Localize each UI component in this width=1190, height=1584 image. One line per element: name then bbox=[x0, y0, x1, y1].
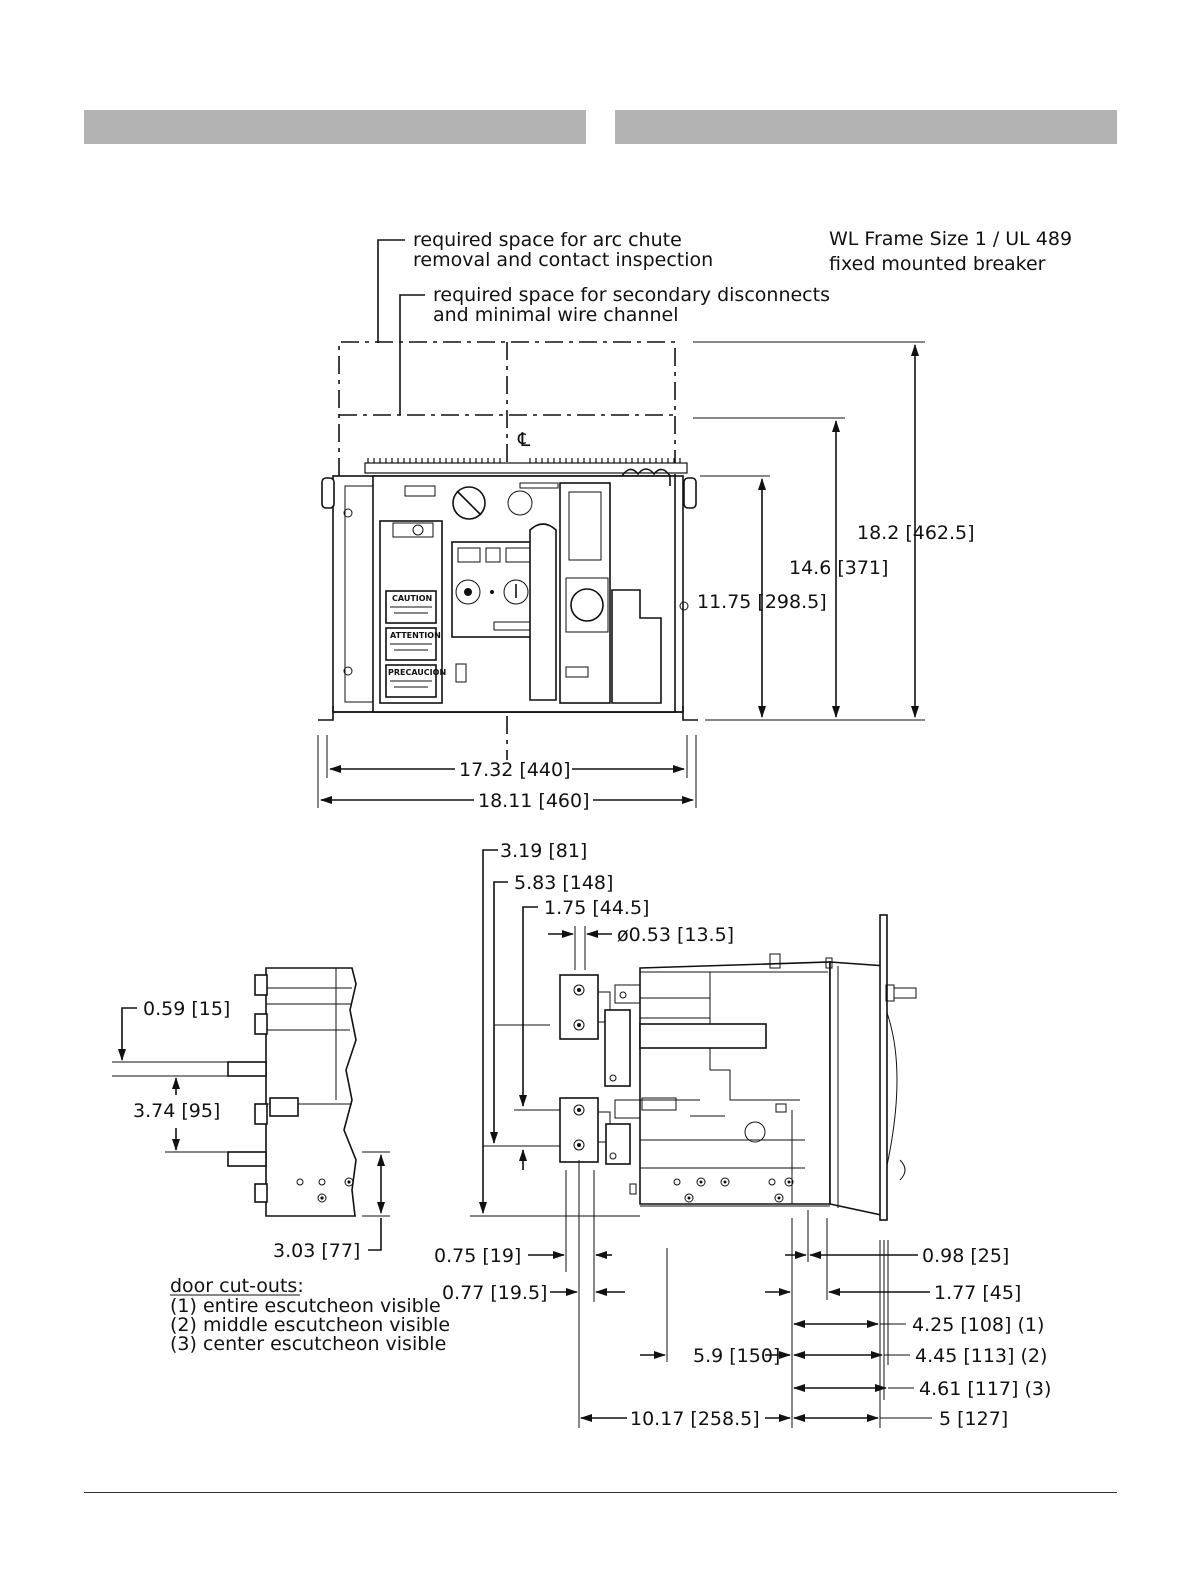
dim-0-59: 0.59 [15] bbox=[143, 998, 230, 1020]
attention-label: ATTENTION bbox=[390, 631, 441, 640]
dim-10-17: 10.17 [258.5] bbox=[630, 1408, 760, 1430]
door-cutout-item-2: (2) middle escutcheon visible bbox=[170, 1314, 450, 1336]
secondary-note-line1: required space for secondary disconnects bbox=[433, 284, 830, 306]
dim-4-25: 4.25 [108] (1) bbox=[912, 1314, 1044, 1336]
side-view bbox=[559, 914, 917, 1221]
dim-0-98: 0.98 [25] bbox=[922, 1245, 1009, 1267]
frame-size-note: WL Frame Size 1 / UL 489 fixed mounted b… bbox=[829, 228, 1072, 275]
arc-chute-note: required space for arc chute removal and… bbox=[377, 229, 713, 343]
dim-11-75: 11.75 [298.5] bbox=[697, 591, 827, 613]
dim-3-74: 3.74 [95] bbox=[133, 1100, 220, 1122]
dim-5-9: 5.9 [150] bbox=[693, 1345, 780, 1367]
front-view-dimensions: 18.2 [462.5] 14.6 [371] 11.75 [298.5] 17… bbox=[317, 341, 975, 812]
side-view-dimensions: 3.19 [81] 5.83 [148] 1.75 [44.5] ø0.53 [… bbox=[434, 840, 1051, 1430]
frame-size-line2: fixed mounted breaker bbox=[829, 253, 1046, 275]
arc-chute-note-line1: required space for arc chute bbox=[413, 229, 682, 251]
header-bar-right bbox=[615, 110, 1117, 144]
left-side-view: 0.59 [15] 3.74 [95] 3.03 [77] bbox=[112, 967, 390, 1262]
footer-rule bbox=[84, 1492, 1117, 1493]
arc-chute-note-line2: removal and contact inspection bbox=[413, 249, 713, 271]
header-bar-left bbox=[84, 110, 586, 144]
dim-3-03: 3.03 [77] bbox=[273, 1240, 360, 1262]
dim-1-75: 1.75 [44.5] bbox=[544, 897, 649, 919]
dim-18-11: 18.11 [460] bbox=[478, 790, 590, 812]
front-view: ℄ CAUTION ATTENTION PRECAUCION bbox=[318, 341, 698, 760]
dim-5: 5 [127] bbox=[939, 1408, 1008, 1430]
dim-0-77: 0.77 [19.5] bbox=[442, 1282, 547, 1304]
secondary-disconnect-note: required space for secondary disconnects… bbox=[399, 284, 830, 415]
precaucion-label: PRECAUCION bbox=[388, 668, 446, 677]
door-cutout-item-3: (3) center escutcheon visible bbox=[170, 1333, 446, 1355]
door-cutout-item-1: (1) entire escutcheon visible bbox=[170, 1295, 441, 1317]
dim-14-6: 14.6 [371] bbox=[789, 557, 888, 579]
dim-4-45: 4.45 [113] (2) bbox=[915, 1345, 1047, 1367]
dim-4-61: 4.61 [117] (3) bbox=[919, 1378, 1051, 1400]
door-cutouts-legend: door cut-outs: (1) entire escutcheon vis… bbox=[170, 1275, 450, 1355]
centerline-symbol: ℄ bbox=[517, 429, 531, 451]
dim-18-2: 18.2 [462.5] bbox=[857, 522, 975, 544]
dim-0-75: 0.75 [19] bbox=[434, 1245, 521, 1267]
secondary-note-line2: and minimal wire channel bbox=[433, 304, 679, 326]
door-cutouts-title: door cut-outs: bbox=[170, 1275, 304, 1297]
frame-size-line1: WL Frame Size 1 / UL 489 bbox=[829, 228, 1072, 250]
dim-1-77: 1.77 [45] bbox=[934, 1282, 1021, 1304]
caution-label: CAUTION bbox=[392, 594, 432, 603]
dim-17-32: 17.32 [440] bbox=[459, 759, 571, 781]
dim-3-19: 3.19 [81] bbox=[500, 840, 587, 862]
dim-5-83: 5.83 [148] bbox=[514, 872, 613, 894]
dim-0-53: ø0.53 [13.5] bbox=[617, 924, 734, 946]
